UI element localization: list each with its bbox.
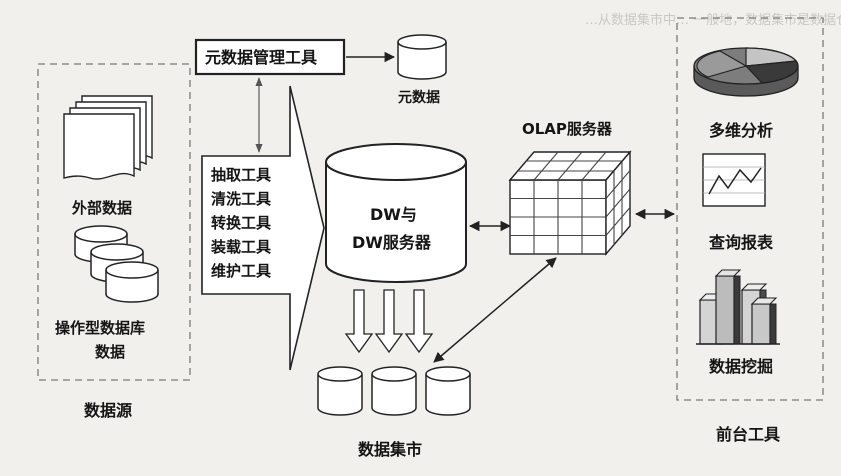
dw-label-line1: DW与 bbox=[370, 205, 417, 224]
frontend-item-multidim: 多维分析 bbox=[709, 121, 773, 140]
etl-tool-load: 装载工具 bbox=[210, 238, 271, 256]
frontend-item-mining: 数据挖掘 bbox=[709, 357, 773, 376]
etl-tool-transform: 转换工具 bbox=[211, 214, 271, 232]
frontend-tools-group: 多维分析 查询报表 数 bbox=[677, 18, 823, 444]
olap-cube-icon bbox=[510, 152, 630, 254]
header-text: …从数据集市中… 一般地，数据集市是数据仓库的… bbox=[585, 12, 841, 28]
dw-to-datamart-arrows bbox=[346, 290, 432, 352]
olap-label: OLAP服务器 bbox=[522, 120, 613, 138]
etl-tool-clean: 清洗工具 bbox=[211, 190, 271, 208]
etl-tool-maintain: 维护工具 bbox=[211, 262, 271, 280]
frontend-tools-title: 前台工具 bbox=[716, 425, 780, 444]
external-data-label: 外部数据 bbox=[71, 199, 132, 217]
etl-tool-extract: 抽取工具 bbox=[211, 166, 271, 184]
dw-label-line2: DW服务器 bbox=[352, 233, 432, 252]
operational-db-label-line2: 数据 bbox=[95, 343, 125, 361]
background-watermark-text: …从数据集市中… 一般地，数据集市是数据仓库的… bbox=[585, 12, 841, 28]
metadata-label: 元数据 bbox=[398, 89, 440, 106]
metadata-cylinder-icon bbox=[398, 35, 446, 79]
document-stack-icon bbox=[64, 96, 152, 179]
report-chart-icon bbox=[703, 154, 765, 206]
data-sources-title: 数据源 bbox=[84, 401, 132, 420]
etl-tool-list: 抽取工具 清洗工具 转换工具 装载工具 维护工具 bbox=[210, 166, 271, 280]
bar-chart-icon bbox=[696, 270, 780, 344]
operational-database-icon bbox=[75, 226, 158, 302]
metadata-tool-label: 元数据管理工具 bbox=[205, 48, 317, 67]
data-sources-group: 外部数据 操作型数据库 数据 数据源 bbox=[38, 64, 190, 420]
frontend-item-report: 查询报表 bbox=[709, 233, 774, 252]
operational-db-label: 操作型数据库 bbox=[55, 319, 145, 337]
datamart-cylinders-icon bbox=[318, 367, 470, 415]
datamart-label: 数据集市 bbox=[358, 440, 422, 459]
pie-chart-icon bbox=[694, 48, 798, 96]
